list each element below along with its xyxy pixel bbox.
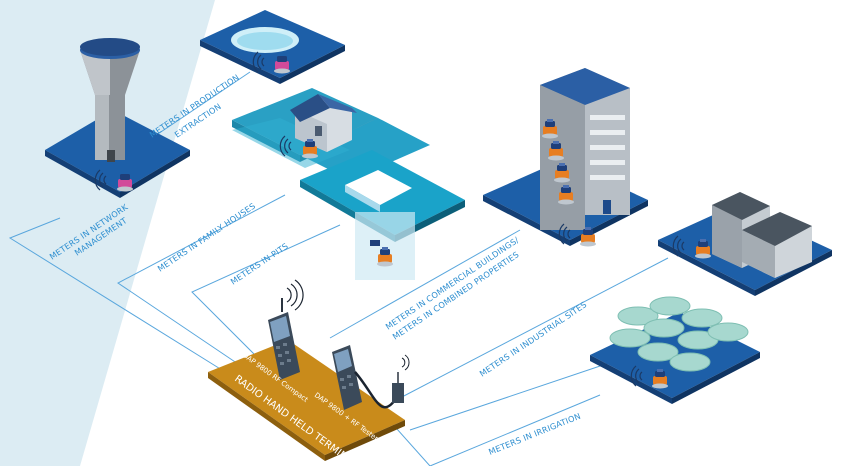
- production-extraction-icon: [200, 10, 345, 84]
- label-industrial-sites: METERS IN INDUSTRIAL SITES: [478, 299, 589, 378]
- factory-icon: [658, 192, 832, 296]
- handheld-terminal-icon: DAP 9800 RF Compact DAP 9800 + RF Tester…: [208, 279, 410, 466]
- background-wedge: [0, 0, 215, 466]
- tree-grove-icon: [590, 296, 760, 404]
- label-pits: METERS IN PITS: [229, 241, 290, 287]
- label-irrigation: METERS IN IRRIGATION: [487, 411, 582, 457]
- water-tower-icon: [45, 38, 190, 198]
- pit-icon: [300, 150, 465, 280]
- office-building-icon: [483, 68, 648, 247]
- connection-lines: [8, 71, 669, 466]
- family-house-icon: [232, 88, 430, 180]
- label-family-houses: METERS IN FAMILY HOUSES: [156, 201, 258, 274]
